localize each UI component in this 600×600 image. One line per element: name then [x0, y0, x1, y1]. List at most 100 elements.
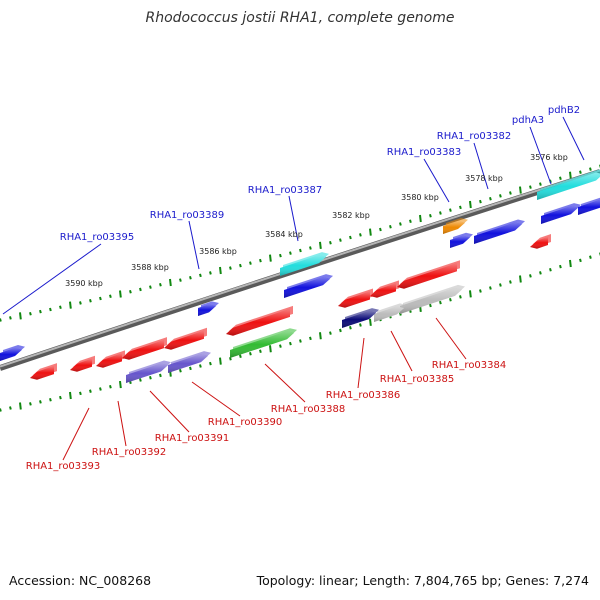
gene-label-top: RHA1_ro03389	[150, 210, 225, 221]
gene-label-bottom: RHA1_ro03386	[326, 390, 401, 401]
ruler-tick	[489, 197, 492, 201]
gene-shade	[164, 330, 204, 350]
gene-label-top: RHA1_ro03387	[248, 185, 323, 196]
gene-shade	[0, 348, 22, 361]
leader-line	[529, 126, 552, 185]
ruler-tick	[0, 408, 2, 412]
kbp-label: 3582 kbp	[332, 211, 370, 220]
gene-label-top: RHA1_ro03383	[387, 147, 462, 158]
ruler-tick	[139, 287, 142, 292]
ruler-tick	[49, 397, 52, 402]
gene-RHA1_ro03391	[168, 351, 211, 373]
ruler-tick	[589, 255, 592, 259]
ruler-tick	[139, 378, 142, 382]
leader-line	[188, 220, 200, 270]
kbp-label: 3578 kbp	[465, 174, 503, 183]
ruler-tick	[89, 298, 92, 303]
ruler-tick	[29, 402, 32, 406]
ruler-tick	[29, 311, 32, 316]
gene-red-mid2	[338, 288, 373, 308]
gene-shade	[530, 237, 548, 249]
genome-summary-text: Topology: linear; Length: 7,804,765 bp; …	[256, 573, 589, 588]
gene-RHA1_ro03392	[126, 360, 171, 383]
gene-RHA1_ro03387	[280, 252, 329, 276]
gene-red-c	[96, 350, 125, 368]
ruler-tick	[509, 191, 512, 195]
gene-RHA1_ro03388	[226, 305, 293, 336]
ruler-tick	[429, 303, 432, 308]
backbone-line	[0, 169, 600, 371]
ruler-tick	[239, 263, 242, 268]
gene-red-d	[70, 355, 95, 372]
ruler-tick	[79, 391, 82, 396]
gene-shade	[578, 199, 600, 215]
ruler-tick	[219, 266, 222, 275]
gene-shade	[397, 263, 457, 289]
ruler-tick	[239, 354, 242, 358]
kbp-label: 3576 kbp	[530, 153, 568, 162]
gene-shade	[198, 304, 216, 316]
ruler-tick	[439, 300, 442, 305]
ruler-tick	[59, 395, 62, 400]
ruler-tick	[539, 271, 542, 275]
ruler-tick	[129, 289, 132, 294]
leader-line	[435, 317, 467, 360]
gene-label-bottom: RHA1_ro03390	[208, 417, 283, 428]
leader-line	[264, 363, 306, 403]
ruler-tick	[279, 344, 282, 348]
ruler-tick	[349, 235, 352, 240]
ruler-tick	[559, 264, 562, 269]
ruler-tick	[469, 290, 472, 298]
ruler-tick	[519, 186, 522, 194]
ruler-tick	[299, 339, 302, 343]
gene-shade	[122, 340, 164, 360]
kbp-label: 3588 kbp	[131, 263, 169, 272]
ruler-tick	[329, 331, 332, 335]
ruler-tick	[189, 366, 192, 371]
leader-line	[149, 390, 190, 433]
ruler-tick	[539, 182, 542, 186]
ruler-tick	[379, 227, 382, 232]
kbp-label: 3580 kbp	[401, 193, 439, 202]
rulers	[0, 164, 600, 412]
ruler-tick	[309, 246, 312, 250]
leader-line	[117, 400, 127, 447]
gene-shade	[450, 235, 470, 248]
gene-features	[0, 169, 600, 383]
ruler-tick	[99, 387, 102, 391]
gene-shade	[400, 287, 462, 314]
ruler-tick	[509, 280, 512, 284]
kbp-label: 3586 kbp	[199, 247, 237, 256]
ruler-tick	[529, 274, 532, 278]
gene-pdhA3	[541, 203, 581, 224]
gene-red-a	[164, 327, 207, 350]
gene-label-top: pdhA3	[512, 115, 544, 126]
ruler-tick	[399, 222, 402, 226]
gene-RHA1_ro03390	[230, 328, 297, 358]
gene-label-top: pdhB2	[548, 105, 580, 116]
ruler-tick	[39, 400, 42, 404]
ruler-tick	[219, 357, 222, 365]
gene-RHA1_ro03393	[30, 363, 57, 380]
gene-RHA1_ro03387b	[284, 274, 333, 298]
ruler-tick	[489, 286, 492, 290]
gene-shade	[226, 308, 290, 336]
genome-title: Rhodococcus jostii RHA1, complete genome	[145, 10, 455, 26]
gene-shade	[126, 363, 168, 383]
gene-shade	[342, 311, 376, 328]
ruler-tick	[159, 373, 162, 378]
ruler-tick	[389, 225, 392, 229]
ruler-tick	[99, 296, 102, 301]
gene-shade	[70, 358, 92, 372]
ruler-tick	[269, 254, 272, 262]
ruler-tick	[279, 253, 282, 258]
gene-shade	[284, 277, 330, 298]
ruler-tick	[479, 289, 482, 293]
ruler-tick	[179, 278, 182, 282]
ruler-tick	[209, 271, 212, 275]
ruler-tick	[349, 325, 352, 330]
ruler-tick	[459, 295, 462, 299]
ruler-tick	[479, 199, 482, 204]
gene-red-right	[530, 234, 551, 249]
gene-shade	[374, 306, 404, 322]
